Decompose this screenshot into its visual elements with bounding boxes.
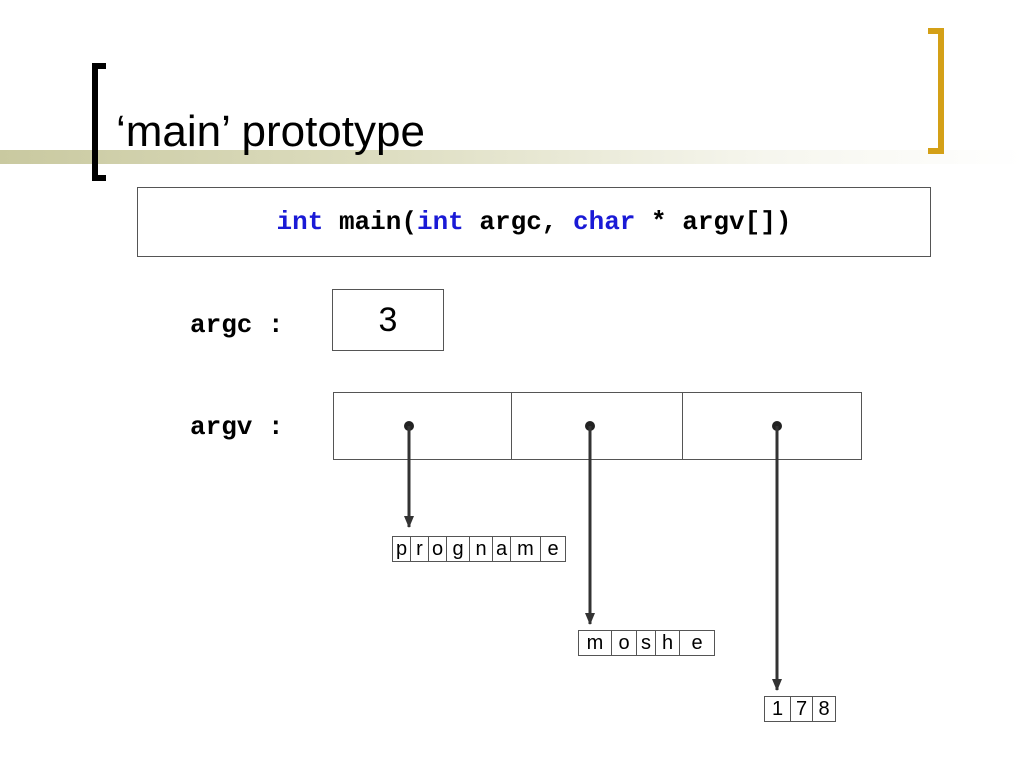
prototype-box: int main(int argc, char * argv[]) [137, 187, 931, 257]
char-cell: e [691, 632, 703, 654]
argv-label: argv : [190, 412, 284, 442]
char-cell: g [447, 537, 470, 561]
char-cell: m [511, 537, 541, 561]
string-178: 1 7 8 [764, 696, 836, 722]
argc-value: 3 [378, 300, 398, 339]
string-moshe: m o s h e [578, 630, 715, 656]
char-cell: p [393, 537, 411, 561]
prototype-token: int [416, 207, 464, 237]
char-cell: 8 [818, 698, 830, 720]
title-accent-bar [0, 150, 1024, 164]
right-bracket-decoration [928, 28, 944, 154]
prototype-token: * argv[]) [635, 207, 792, 237]
argv-cell [512, 393, 683, 459]
char-cell: s [637, 631, 656, 655]
pointer-arrow [772, 421, 782, 691]
prototype-token: int [276, 207, 324, 237]
slide-title: ‘main’ prototype [116, 107, 425, 156]
char-cell: e [547, 538, 559, 560]
prototype-token: main( [323, 207, 417, 237]
char-cell: n [470, 537, 493, 561]
left-bracket-decoration [92, 63, 106, 181]
char-cell: 1 [765, 697, 791, 721]
char-cell: o [612, 631, 637, 655]
pointer-arrow [585, 421, 595, 625]
argv-array [333, 392, 862, 460]
prototype-token: char [573, 207, 636, 237]
string-progname: p r o g n a m e [392, 536, 566, 562]
argv-cell [334, 393, 513, 459]
argc-label: argc : [190, 310, 284, 340]
char-cell: 7 [791, 697, 813, 721]
argc-value-box: 3 [332, 289, 444, 351]
char-cell: m [579, 631, 612, 655]
prototype-token: argc, [463, 207, 573, 237]
pointer-arrow [404, 421, 414, 528]
char-cell: a [493, 537, 511, 561]
char-cell: r [411, 537, 429, 561]
char-cell: h [656, 631, 680, 655]
char-cell: o [429, 537, 447, 561]
